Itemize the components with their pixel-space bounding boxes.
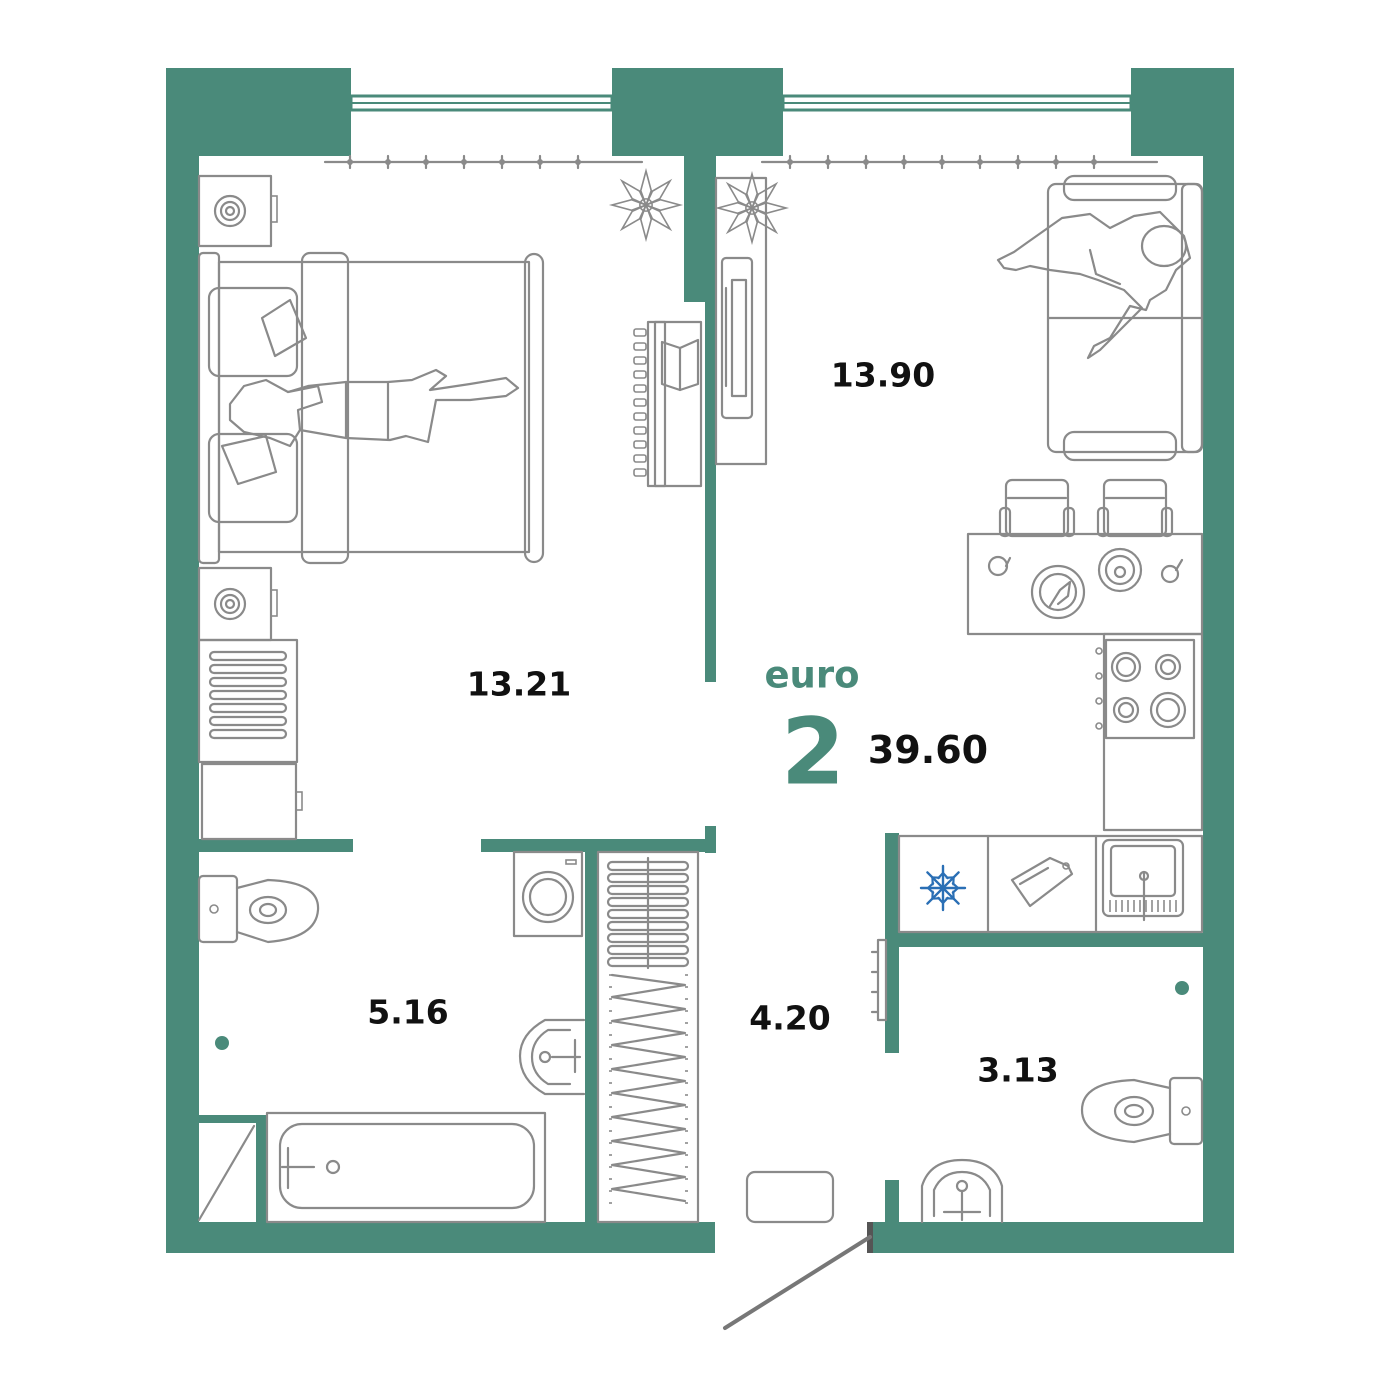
desk-with-book <box>633 320 703 488</box>
room-area-bedroom: 13.21 <box>466 664 572 704</box>
dining-table <box>966 532 1204 636</box>
wall-bottom-left <box>166 1222 715 1253</box>
apartment-type-number: 2 <box>780 698 846 806</box>
snowflake-icon <box>919 864 967 912</box>
wall-toilet-left-low <box>885 1180 899 1222</box>
stove <box>1095 632 1204 832</box>
double-bed <box>197 251 545 565</box>
floor-drain-toilet <box>1175 981 1189 995</box>
kitchen-counter <box>897 834 1204 934</box>
curtain-rail-right <box>760 154 1159 170</box>
toilet-room-sink <box>920 1158 1004 1224</box>
wall-bath-top-left <box>199 839 353 852</box>
service-shaft <box>197 1124 256 1222</box>
room-area-bathroom: 5.16 <box>367 992 449 1032</box>
wall-top-right-block <box>1131 68 1234 156</box>
wardrobe-bedroom <box>197 638 303 841</box>
bedside-table-top <box>197 174 278 248</box>
wall-toilet-top <box>885 933 1203 947</box>
sink-icon <box>1101 838 1185 922</box>
dining-chairs <box>998 478 1174 538</box>
hallway-coat-hooks <box>870 938 888 1022</box>
partition-stub-upper <box>684 150 706 302</box>
bedside-table-bottom <box>197 566 278 642</box>
bathroom-sink <box>518 1018 586 1096</box>
wall-bath-top-right <box>481 839 715 852</box>
washing-machine-icon <box>512 850 584 938</box>
stove-burner-icon <box>1112 696 1140 724</box>
wall-top-middle-block <box>612 68 783 156</box>
wardrobe-hallway <box>596 850 700 1224</box>
stove-burner-icon <box>1154 653 1182 681</box>
flower-icon <box>714 170 790 246</box>
walls <box>166 68 1234 1253</box>
wall-bottom-right <box>872 1222 1234 1253</box>
wall-shaft-right <box>256 1115 267 1222</box>
room-area-toilet: 3.13 <box>977 1050 1059 1090</box>
sofa <box>996 174 1204 462</box>
bathtub <box>265 1111 547 1224</box>
wall-top-left-block <box>166 68 351 156</box>
flower-icon <box>608 167 684 243</box>
stove-burner-icon <box>1110 651 1142 683</box>
stove-burner-icon <box>1149 691 1187 729</box>
windows <box>349 94 1133 112</box>
curtain-rail-left <box>323 154 644 170</box>
wall-bath-right <box>585 849 598 1222</box>
apartment-type-word: euro <box>764 653 860 697</box>
toilet-icon <box>1080 1076 1204 1146</box>
entrance-door <box>723 1222 873 1330</box>
toilet-icon <box>197 874 320 944</box>
total-area: 39.60 <box>867 728 989 772</box>
wall-shaft-top <box>199 1115 267 1123</box>
partition-mid-upper <box>705 150 716 682</box>
entrance-mat <box>745 1170 835 1224</box>
wall-right <box>1203 68 1234 1253</box>
room-area-living-kitchen: 13.90 <box>830 355 936 395</box>
wall-left <box>166 68 199 1253</box>
room-area-hallway: 4.20 <box>749 998 831 1038</box>
tv-stand <box>714 176 768 466</box>
floor-drain-bathroom <box>215 1036 229 1050</box>
